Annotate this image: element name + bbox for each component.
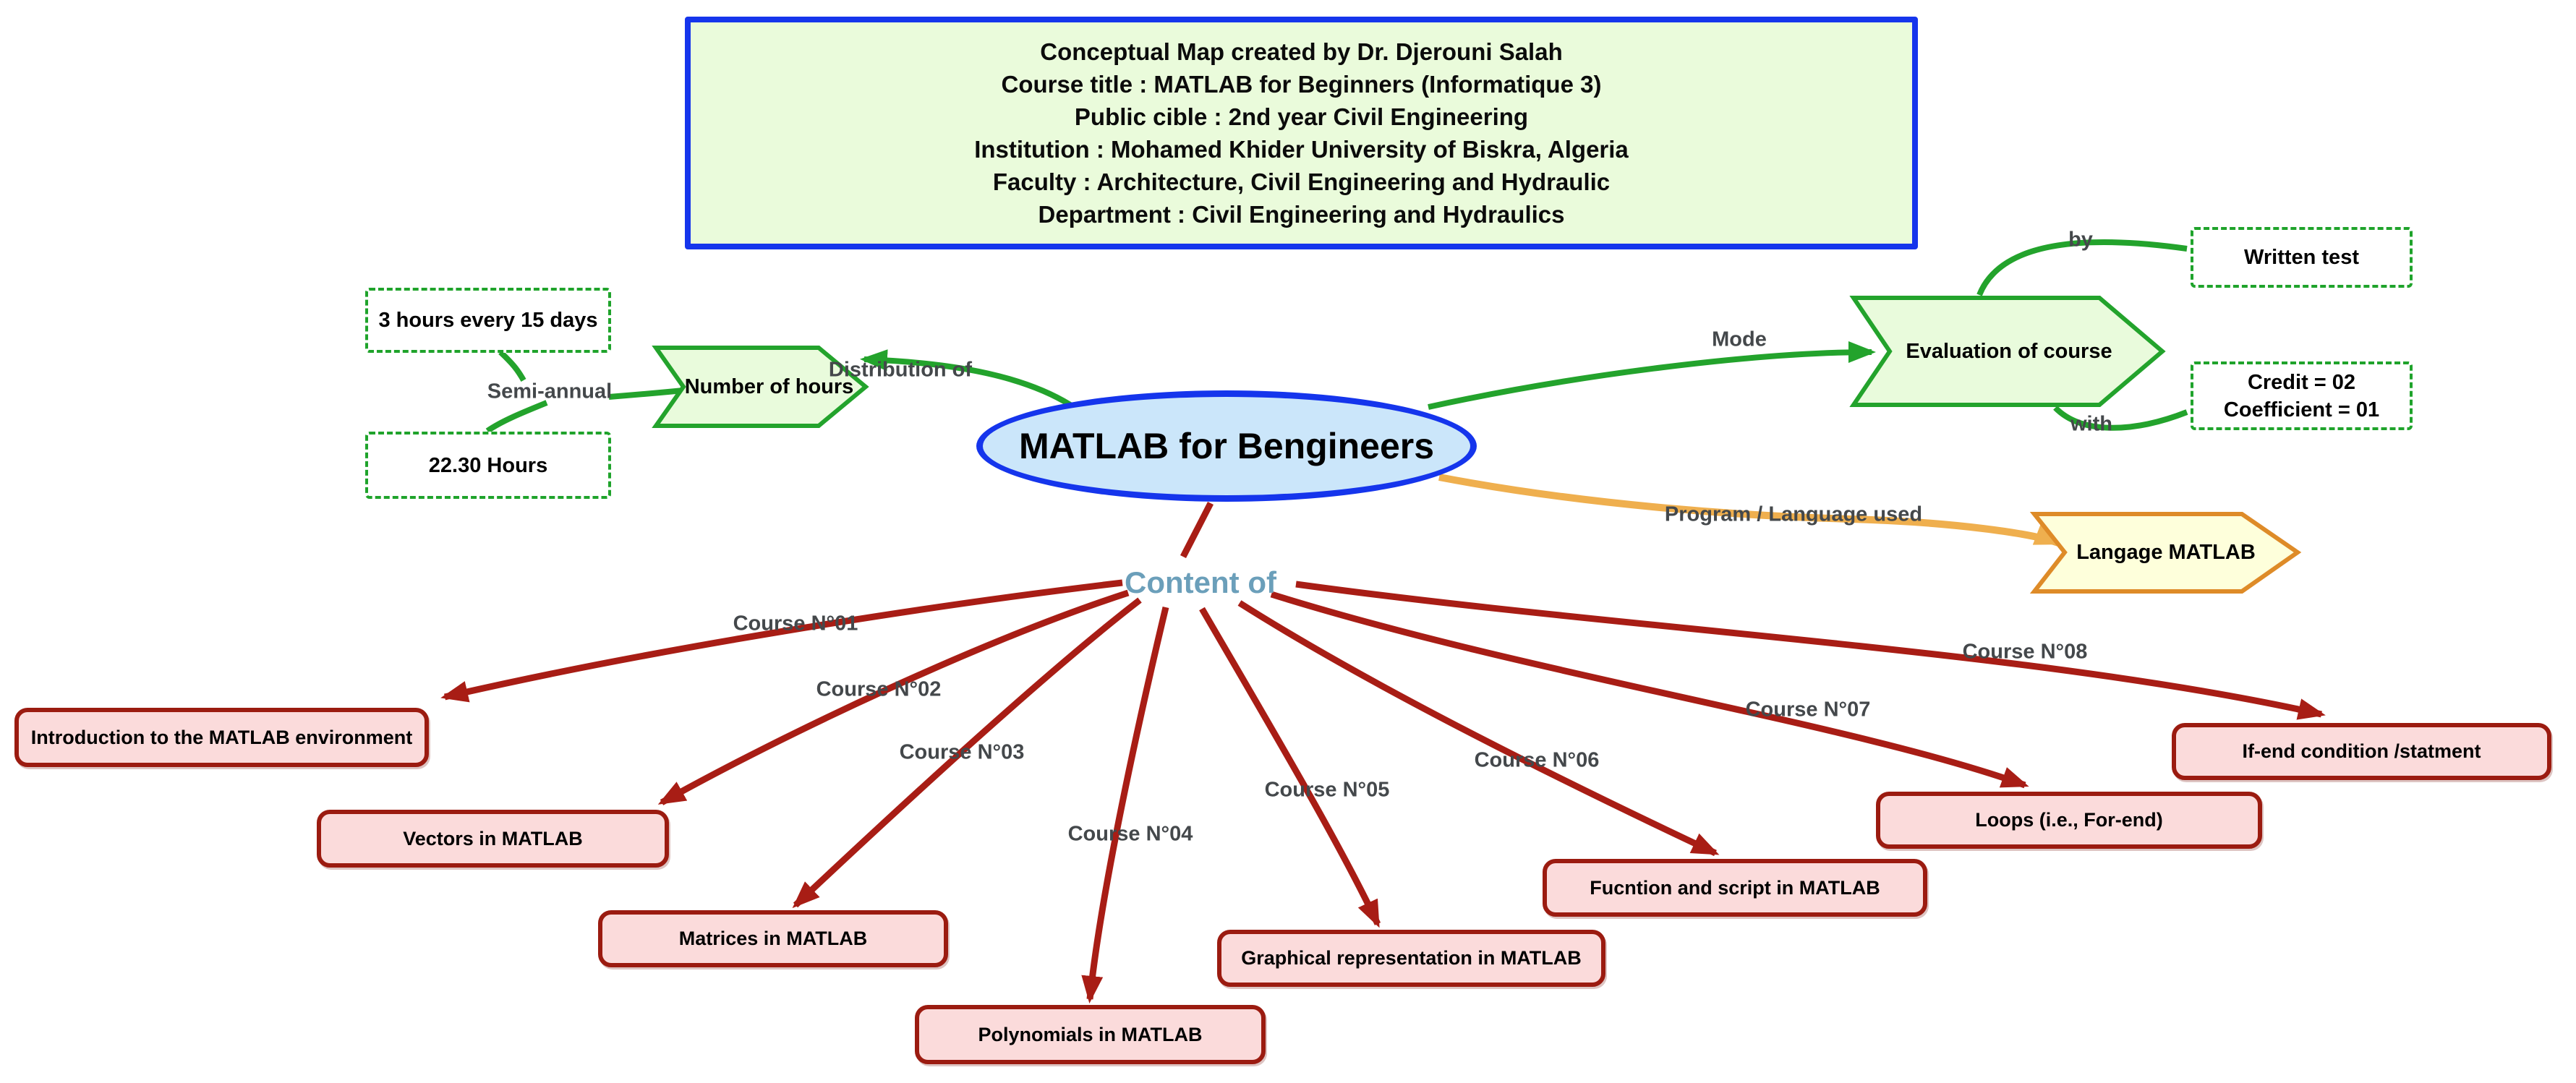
line-course-05 [1199,607,1381,928]
line-program-language [1438,474,2063,547]
header-line: Faculty : Architecture, Civil Engineerin… [992,168,1611,195]
course-box-function-script[interactable]: Fucntion and script in MATLAB [1543,859,1927,917]
course-box-title: If-end condition /statment [2242,740,2481,762]
course-box-matrices[interactable]: Matrices in MATLAB [598,910,948,967]
line-semiannual-top [498,350,526,382]
header-line: Public cible : 2nd year Civil Engineerin… [1074,103,1529,130]
course-box-vectors[interactable]: Vectors in MATLAB [317,810,669,868]
main-node-label: MATLAB for Bengineers [1018,426,1435,466]
evaluation-of-course-node[interactable]: Evaluation of course [1882,296,2136,407]
number-of-hours-shape [652,346,869,428]
course-box-title: Introduction to the MATLAB environment [30,726,413,748]
header-line: Conceptual Map created by Dr. Djerouni S… [1040,38,1563,65]
course-box-title: Fucntion and script in MATLAB [1590,876,1880,899]
header-info-box: Conceptual Map created by Dr. Djerouni S… [685,17,1918,249]
course-box-if-end[interactable]: If-end condition /statment [2172,723,2551,780]
course-box-title: Loops (i.e., For-end) [1975,809,2163,831]
course-06-label: Course N°06 [1474,748,1600,772]
written-test-label: Written test [2244,246,2359,269]
course-box-title: Vectors in MATLAB [403,827,583,849]
program-language-label: Program / Language used [1664,502,1923,526]
course-04-label: Course N°04 [1067,822,1193,846]
course-box-title: Polynomials in MATLAB [978,1023,1203,1045]
by-label: by [2068,228,2093,252]
course-box-title: Graphical representation in MATLAB [1241,947,1582,969]
langage-matlab-node[interactable]: Langage MATLAB [2061,513,2271,593]
langage-matlab-label: Langage MATLAB [2076,541,2256,564]
line-course-01 [440,579,1123,703]
line-course-04 [1081,606,1169,1003]
course-05-label: Course N°05 [1264,778,1390,802]
content-of-label: Content of [1125,565,1276,599]
course-03-label: Course N°03 [899,740,1025,764]
credit-value: Credit = 02 [2247,370,2356,394]
langage-matlab-shape [2029,512,2302,594]
distribution-of-label: Distribution of [828,358,973,382]
line-with [2053,406,2188,431]
line-course-07 [1270,591,2029,789]
main-node-matlab-for-bengineers[interactable]: MATLAB for Bengineers [976,390,1477,502]
course-box-title: Matrices in MATLAB [678,928,868,949]
line-course-08 [1295,581,2326,720]
course-08-label: Course N°08 [1962,640,2088,664]
credit-coefficient-box[interactable]: Credit = 02 Coefficient = 01 [2191,361,2413,430]
red-connectors [440,501,2326,1003]
written-test-box[interactable]: Written test [2191,227,2413,288]
line-course-03 [792,597,1142,909]
coefficient-value: Coefficient = 01 [2223,398,2380,421]
course-07-label: Course N°07 [1745,698,1871,722]
evaluation-of-course-label: Evaluation of course [1906,339,2112,363]
total-hours-box[interactable]: 22.30 Hours [365,432,611,499]
header-line: Department : Civil Engineering and Hydra… [1038,201,1565,228]
line-content-stem [1180,501,1214,559]
course-box-polynomials[interactable]: Polynomials in MATLAB [915,1005,1266,1064]
line-course-02 [657,589,1130,805]
course-02-label: Course N°02 [816,677,942,701]
line-semiannual-bottom [485,400,548,434]
course-box-graphical[interactable]: Graphical representation in MATLAB [1217,930,1605,987]
chevron-shapes[interactable] [652,296,2302,594]
line-course-06 [1237,600,1720,857]
line-by [1976,239,2188,296]
with-label: with [2070,412,2112,436]
total-hours-label: 22.30 Hours [428,453,548,477]
course-01-label: Course N°01 [733,612,858,635]
header-line: Course title : MATLAB for Beginners (Inf… [1001,71,1602,98]
line-distribution-of [860,349,1072,408]
course-box-loops[interactable]: Loops (i.e., For-end) [1876,792,2262,849]
number-of-hours-node[interactable]: Number of hours [673,346,866,427]
evaluation-of-course-shape [1849,296,2166,407]
semi-annual-label: Semi-annual [487,380,613,403]
schedule-box[interactable]: 3 hours every 15 days [365,288,611,353]
header-line: Institution : Mohamed Khider University … [974,136,1629,163]
green-connectors [485,239,2188,434]
course-box-introduction[interactable]: Introduction to the MATLAB environment [14,708,429,767]
line-mode [1428,341,1876,410]
number-of-hours-label: Number of hours [684,374,854,398]
schedule-box-label: 3 hours every 15 days [378,309,598,332]
mode-label: Mode [1712,328,1767,351]
